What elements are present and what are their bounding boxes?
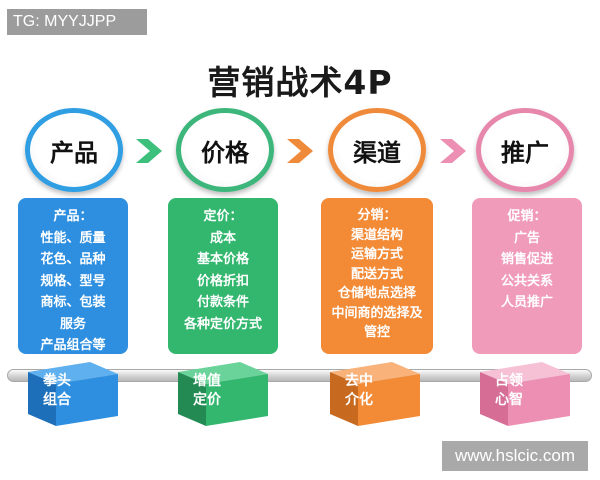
cube-label-line: 组合 bbox=[43, 392, 71, 408]
chevron-right-icon bbox=[440, 139, 466, 163]
cube-label-line: 增值 bbox=[193, 373, 221, 389]
diagram-title: 营销战术4P bbox=[207, 63, 393, 102]
cube-face-top bbox=[178, 362, 268, 384]
cube-face-side bbox=[358, 374, 420, 426]
cube-face-side bbox=[56, 374, 118, 426]
cube-face-side bbox=[508, 374, 570, 426]
panel-line: 渠道结构 bbox=[350, 227, 403, 243]
panel-line: 商标、包装 bbox=[40, 295, 106, 310]
panel-line: 产品组合等 bbox=[40, 338, 106, 353]
cube-label-place: 去中 介化 bbox=[324, 372, 394, 410]
cube-place bbox=[330, 362, 420, 426]
cube-label-line: 介化 bbox=[345, 392, 373, 408]
cube-price bbox=[178, 362, 268, 426]
panel-line: 服务 bbox=[59, 316, 86, 332]
panel-line: 销售促进 bbox=[500, 252, 553, 267]
cube-label-line: 占领 bbox=[495, 373, 523, 389]
cube-face-front bbox=[28, 372, 56, 426]
chevron-right-icon bbox=[287, 139, 313, 163]
panel-line: 各种定价方式 bbox=[183, 316, 262, 332]
panel-line: 产品： bbox=[53, 209, 93, 224]
cube-face-side bbox=[206, 374, 268, 426]
watermark: www.hslcic.com bbox=[442, 441, 588, 471]
panel-line: 管控 bbox=[363, 325, 390, 340]
circle-place: 渠道 bbox=[328, 108, 426, 192]
cube-label-line: 去中 bbox=[345, 373, 373, 389]
cube-face-top bbox=[28, 362, 118, 384]
cube-label-promotion: 占领 心智 bbox=[474, 372, 544, 410]
panel-line: 仓储地点选择 bbox=[337, 286, 416, 301]
tg-badge: TG: MYYJJPP bbox=[7, 9, 147, 35]
chevron-right-icon bbox=[136, 139, 162, 163]
panel-line: 分销： bbox=[357, 208, 397, 223]
cube-product bbox=[28, 362, 118, 426]
panel-price: 定价： 成本 基本价格 价格折扣 付款条件 各种定价方式 bbox=[168, 198, 278, 354]
panel-line: 成本 bbox=[209, 230, 236, 246]
circle-label-place: 渠道 bbox=[353, 138, 401, 167]
panel-line: 人员推广 bbox=[500, 295, 553, 310]
circle-label-product: 产品 bbox=[50, 138, 98, 167]
panel-line: 规格、型号 bbox=[40, 273, 106, 289]
cube-label-price: 增值 定价 bbox=[172, 372, 242, 410]
chevron-shape bbox=[287, 139, 313, 163]
panel-line: 付款条件 bbox=[196, 295, 249, 310]
panel-line: 花色、品种 bbox=[40, 252, 106, 267]
cube-face-top bbox=[330, 362, 420, 384]
chevron-shape bbox=[440, 139, 466, 163]
cube-promotion bbox=[480, 362, 570, 426]
panel-line: 公共关系 bbox=[500, 273, 553, 289]
panel-line: 促销： bbox=[507, 209, 547, 224]
base-bar bbox=[7, 369, 592, 382]
panel-place: 分销： 渠道结构 运输方式 配送方式 仓储地点选择 中间商的选择及 管控 bbox=[321, 198, 433, 354]
panel-promotion: 促销： 广告 销售促进 公共关系 人员推广 bbox=[472, 198, 582, 354]
panel-line: 价格折扣 bbox=[196, 273, 249, 289]
panel-product: 产品： 性能、质量 花色、品种 规格、型号 商标、包装 服务 产品组合等 bbox=[18, 198, 128, 354]
panel-line: 定价： bbox=[203, 209, 243, 224]
circle-label-price: 价格 bbox=[201, 138, 249, 167]
cube-label-line: 心智 bbox=[495, 392, 523, 408]
panel-line: 广告 bbox=[513, 230, 540, 246]
cube-face-front bbox=[480, 372, 508, 426]
panel-line: 基本价格 bbox=[196, 252, 249, 267]
panel-line: 配送方式 bbox=[350, 266, 403, 282]
cube-face-top bbox=[480, 362, 570, 384]
chevron-shape bbox=[136, 139, 162, 163]
cube-label-line: 拳头 bbox=[43, 373, 71, 389]
circle-product: 产品 bbox=[25, 108, 123, 192]
cube-face-front bbox=[178, 372, 206, 426]
cube-label-line: 定价 bbox=[193, 392, 221, 408]
circle-promotion: 推广 bbox=[476, 108, 574, 192]
circle-label-promotion: 推广 bbox=[501, 138, 549, 167]
cube-label-product: 拳头 组合 bbox=[22, 372, 92, 410]
circle-price: 价格 bbox=[176, 108, 274, 192]
cube-face-front bbox=[330, 372, 358, 426]
panel-line: 运输方式 bbox=[350, 247, 403, 262]
panel-line: 中间商的选择及 bbox=[331, 305, 423, 321]
panel-line: 性能、质量 bbox=[40, 230, 106, 246]
